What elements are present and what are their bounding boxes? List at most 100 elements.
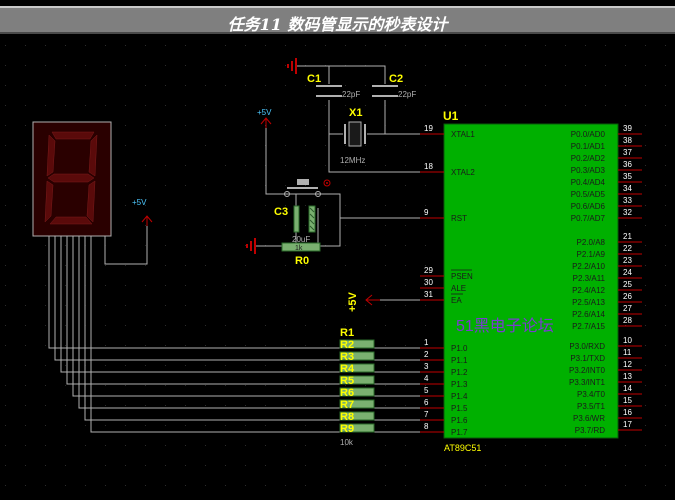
mcu-part: AT89C51: [444, 443, 481, 453]
mcu-u1[interactable]: U1 AT89C51 19XTAL118XTAL29RST29PSEN30ALE…: [420, 109, 642, 453]
resistor-element: R3: [339, 351, 375, 363]
resistor-element: R7: [339, 399, 375, 411]
mcu-pin-name: P0.7/AD7: [571, 214, 606, 223]
resistor-element-label: R4: [340, 363, 355, 375]
mcu-pin-number: 11: [623, 348, 632, 357]
mcu-pin-name: P3.1/TXD: [570, 354, 605, 363]
mcu-pin-name: P2.2/A10: [572, 262, 605, 271]
mcu-pin-number: 32: [623, 208, 632, 217]
c1-value: 22pF: [342, 90, 360, 99]
mcu-pin-name: PSEN: [451, 272, 473, 281]
mcu-pin-number: 18: [424, 162, 433, 171]
c3-value: 20uF: [292, 235, 310, 244]
crystal-x1[interactable]: X1 12MHz: [340, 107, 366, 165]
mcu-pin-number: 25: [623, 280, 632, 289]
mcu-pin-name: P2.0/A8: [577, 238, 606, 247]
mcu-pin-p1-7: 8P1.7: [420, 422, 468, 437]
resistor-element-label: R7: [340, 399, 354, 411]
resistor-element-label: R2: [340, 339, 354, 351]
mcu-pin-p1-3: 4P1.3: [420, 374, 468, 389]
mcu-pin-number: 13: [623, 372, 632, 381]
mcu-pin-name: P3.3/INT1: [569, 378, 606, 387]
mcu-pin-name: P3.0/RXD: [569, 342, 605, 351]
mcu-pin-name: P3.7/RD: [575, 426, 605, 435]
p1-bus-wires: [48, 238, 420, 433]
mcu-pin-name: P3.4/T0: [577, 390, 606, 399]
power-reset: +5V: [257, 108, 272, 128]
capacitor-c1[interactable]: C1 22pF: [307, 73, 360, 99]
mcu-pin-name: XTAL1: [451, 130, 475, 139]
ground-top: [287, 58, 297, 74]
page-title: 任务11 数码管显示的秒表设计: [227, 15, 448, 34]
power-ea-label: +5V: [347, 291, 359, 312]
resistor-element-label: R8: [340, 411, 354, 423]
reset-button[interactable]: [284, 179, 331, 197]
c2-ref: C2: [389, 73, 403, 85]
mcu-pin-number: 38: [623, 136, 632, 145]
title-bar: 任务11 数码管显示的秒表设计: [0, 6, 675, 34]
resistor-element-label: R5: [340, 375, 354, 387]
r1-ref: R1: [340, 327, 354, 339]
mcu-pin-name: P2.3/A11: [573, 274, 606, 283]
mcu-body[interactable]: [443, 123, 619, 439]
mcu-pin-p1-2: 3P1.2: [420, 362, 468, 377]
mcu-pin-p1-1: 2P1.1: [420, 350, 468, 365]
mcu-pin-name: P0.0/AD0: [571, 130, 606, 139]
mcu-pin-name: P2.5/A13: [572, 298, 605, 307]
mcu-pin-name: P0.5/AD5: [571, 190, 606, 199]
mcu-pin-name: P2.4/A12: [572, 286, 605, 295]
r0-ref: R0: [295, 255, 309, 267]
seven-segment-display[interactable]: 8: [32, 121, 112, 242]
mcu-pin-number: 6: [424, 398, 429, 407]
segments: [44, 131, 98, 225]
resistor-element: R5: [339, 375, 375, 387]
mcu-pin-number: 22: [623, 244, 632, 253]
power-display-label: +5V: [132, 198, 147, 207]
mcu-pin-name: P2.7/A15: [572, 322, 605, 331]
mcu-pin-number: 4: [424, 374, 429, 383]
resistor-element: R2: [339, 339, 375, 351]
resistor-element-label: R3: [340, 351, 354, 363]
mcu-pin-number: 16: [623, 408, 632, 417]
mcu-pin-number: 39: [623, 124, 632, 133]
mcu-pin-name: P0.3/AD3: [571, 166, 606, 175]
mcu-ref: U1: [443, 109, 459, 123]
capacitor-c2[interactable]: C2 22pF: [372, 73, 416, 99]
mcu-pin-number: 2: [424, 350, 429, 359]
mcu-pin-p1-6: 7P1.6: [420, 410, 468, 425]
resistor-r0[interactable]: 1k R0: [281, 242, 321, 267]
mcu-pin-p1-4: 5P1.4: [420, 386, 468, 401]
mcu-pin-name: P1.6: [451, 416, 468, 425]
wires: [104, 65, 420, 301]
resistor-element-label: R9: [340, 423, 354, 435]
capacitor-c3[interactable]: C3 20uF: [274, 205, 316, 244]
mcu-pin-number: 12: [623, 360, 632, 369]
mcu-pin-name: RST: [451, 214, 467, 223]
mcu-pin-number: 36: [623, 160, 632, 169]
c3-ref: C3: [274, 206, 288, 218]
